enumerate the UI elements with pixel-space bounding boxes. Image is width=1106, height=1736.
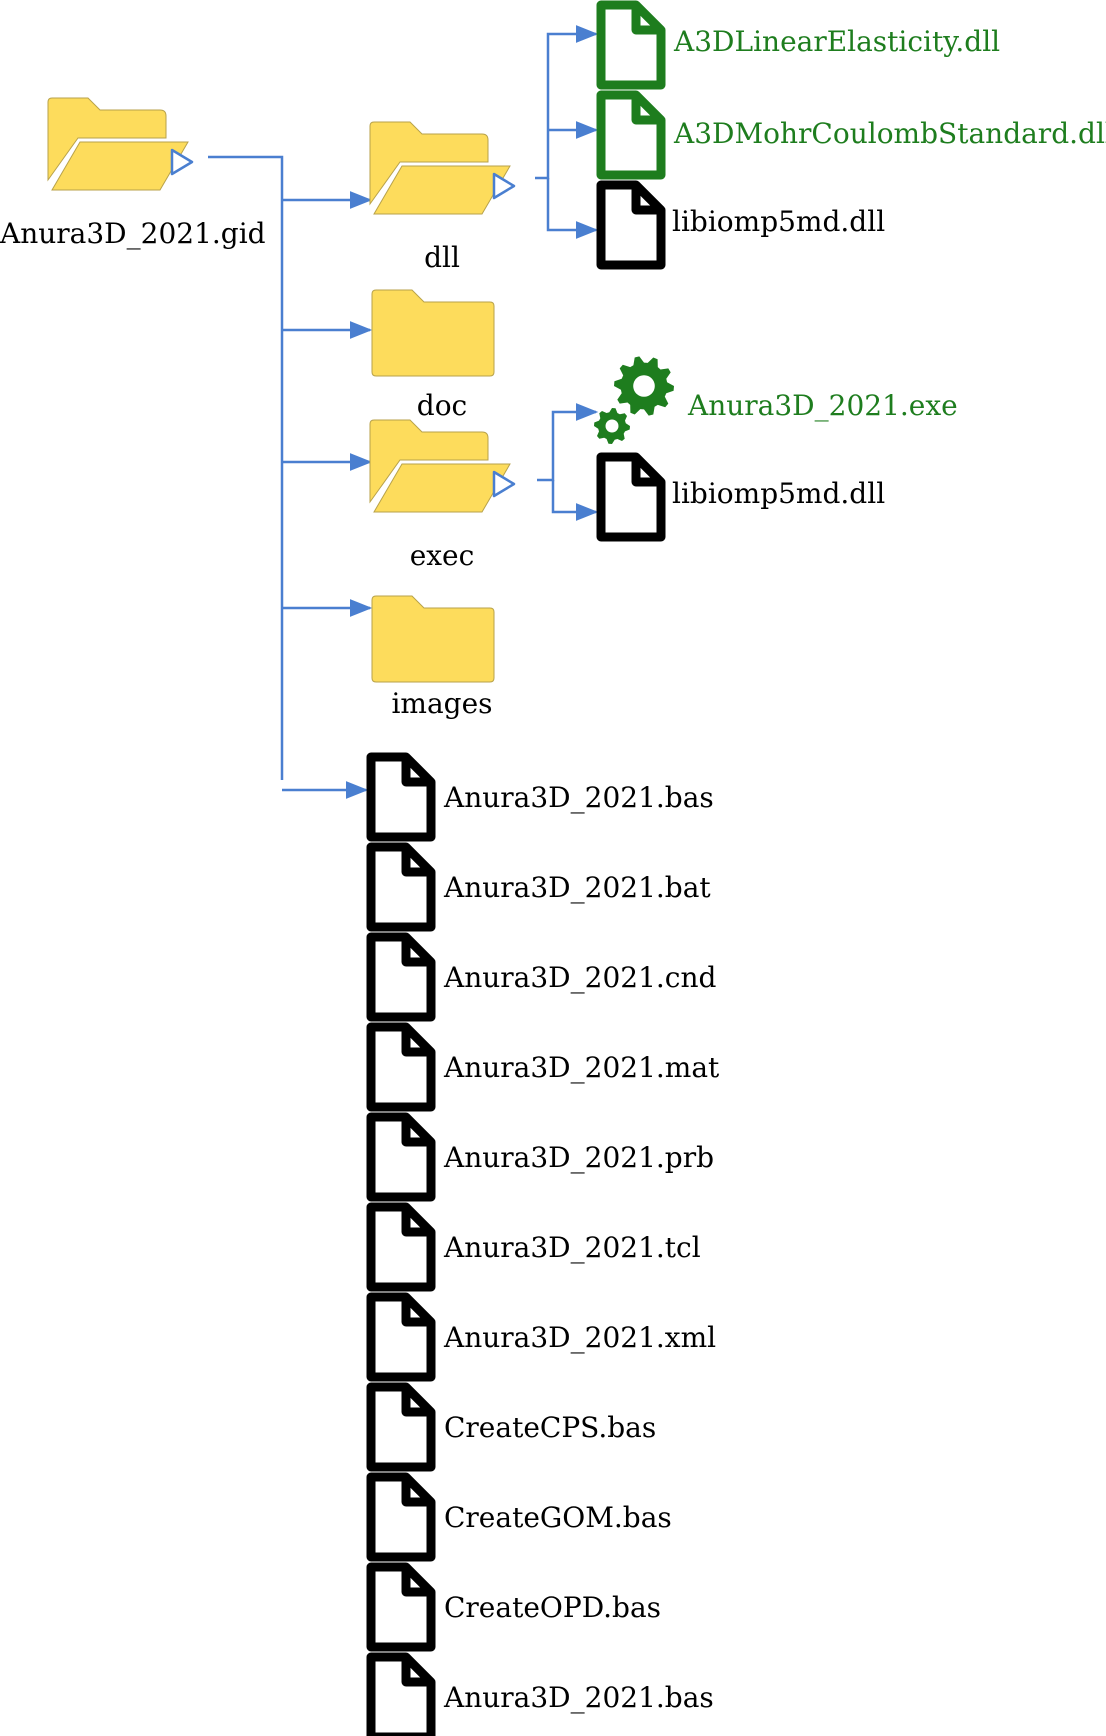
folder-dll-label: dll — [424, 241, 460, 274]
folder-dll-icon — [369, 121, 516, 215]
arrow-to-dll-child-1 — [535, 25, 599, 180]
arrow-to-exec-child-1 — [537, 403, 599, 482]
root-file-label: Anura3D_2021.bas — [444, 781, 714, 814]
root-file-label: CreateOPD.bas — [444, 1591, 662, 1624]
exec-connectors — [537, 403, 599, 521]
root-file-icon — [366, 1472, 436, 1562]
root-file-icon — [366, 1202, 436, 1292]
dll-file-label-3: libiomp5md.dll — [672, 205, 886, 238]
folder-exec-icon — [369, 419, 516, 513]
dll-file-label-1: A3DLinearElasticity.dll — [674, 25, 1001, 58]
exec-file-label-2: libiomp5md.dll — [672, 477, 886, 510]
root-file-label: CreateCPS.bas — [444, 1411, 657, 1444]
arrow-to-exec-child-2 — [551, 480, 599, 521]
root-file-icon — [366, 752, 436, 842]
root-file-label: Anura3D_2021.xml — [444, 1321, 717, 1354]
folder-images-icon — [371, 595, 495, 683]
folder-doc-icon — [371, 289, 495, 377]
root-file-label: Anura3D_2021.mat — [444, 1051, 720, 1084]
root-file-label: Anura3D_2021.prb — [444, 1141, 715, 1174]
root-file-icon — [366, 1112, 436, 1202]
root-folder-label: Anura3D_2021.gid — [0, 217, 266, 250]
exec-file-icon-2 — [596, 452, 666, 542]
root-file-icon — [366, 1292, 436, 1382]
root-file-icon — [366, 1022, 436, 1112]
dll-file-icon-3 — [596, 180, 666, 270]
dll-file-label-2: A3DMohrCoulombStandard.dll — [674, 117, 1106, 150]
folder-images-label: images — [391, 687, 493, 720]
root-file-icon — [366, 1382, 436, 1472]
root-file-label: Anura3D_2021.bas — [444, 1681, 714, 1714]
root-trunk-line — [208, 155, 284, 780]
dll-connectors — [535, 25, 599, 239]
folder-exec-label: exec — [409, 539, 475, 572]
dll-file-icon-2 — [596, 90, 666, 180]
root-folder-icon — [47, 97, 194, 191]
root-file-icon — [366, 932, 436, 1022]
dll-file-icon-1 — [596, 0, 666, 90]
root-file-label: Anura3D_2021.bat — [444, 871, 711, 904]
root-file-label: Anura3D_2021.tcl — [444, 1231, 701, 1264]
root-file-icon — [366, 1562, 436, 1652]
exec-file-label-1: Anura3D_2021.exe — [688, 389, 958, 422]
root-connectors — [208, 155, 373, 799]
arrow-to-dll-child-3 — [546, 178, 599, 239]
folder-doc-label: doc — [416, 389, 468, 422]
root-file-label: CreateGOM.bas — [444, 1501, 672, 1534]
exec-gears-icon — [594, 356, 674, 444]
root-file-icon — [366, 1652, 436, 1736]
root-file-label: Anura3D_2021.cnd — [444, 961, 717, 994]
root-file-icon — [366, 842, 436, 932]
